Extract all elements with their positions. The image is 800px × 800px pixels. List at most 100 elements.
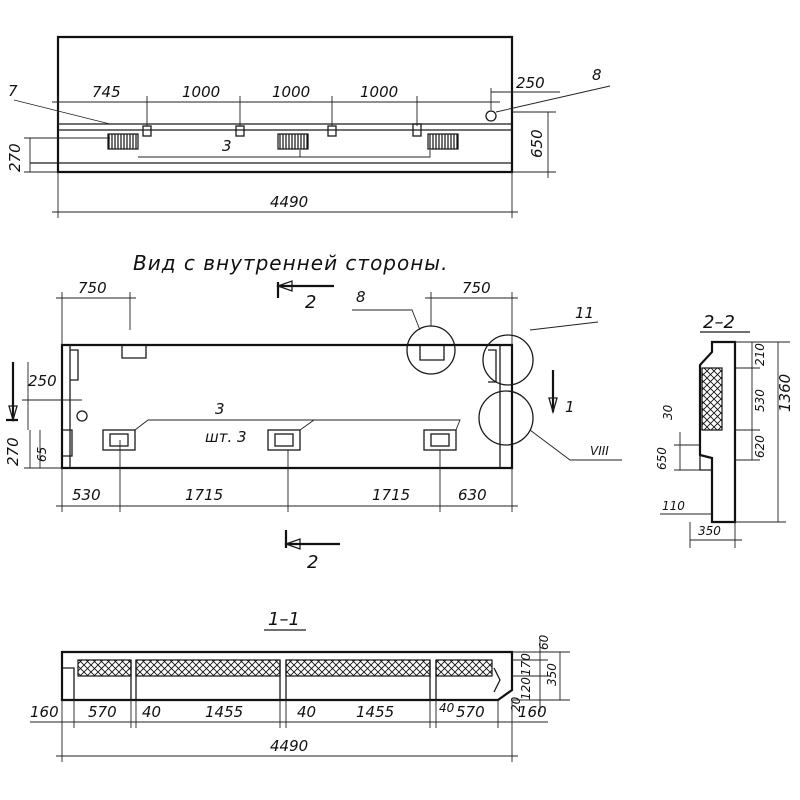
callout-8-leader: [495, 85, 611, 113]
section-1-1-right-dim: [512, 640, 570, 712]
inner-dim-270: 270: [4, 437, 22, 466]
inner-dim-1715-a: 1715: [185, 486, 223, 504]
top-dim-1000-c: 1000: [360, 83, 398, 101]
section-mark-top: [276, 282, 334, 298]
section-1-1-total-dim: [56, 728, 518, 762]
top-panel-outline: [56, 35, 514, 174]
section-1-1-outline: [60, 650, 514, 702]
inner-dim-630: 630: [458, 486, 487, 504]
lifting-loop: [427, 133, 459, 150]
section-2-2-dim-line: [735, 341, 790, 523]
callout-8-leader: [352, 309, 421, 331]
top-dim-ext: [57, 96, 418, 126]
dim-270-line: [24, 137, 110, 173]
lifting-loop: [277, 133, 309, 150]
callout-3-label: 3: [215, 400, 225, 418]
section-2-2-dim-30: 30: [661, 404, 675, 420]
top-dim-745: 745: [92, 83, 121, 101]
section-2-2-dim-620: 620: [753, 435, 767, 458]
section-1-1-dim-170: 170: [519, 653, 533, 676]
section-2-2-dim-110: 110: [662, 499, 685, 513]
inner-dim-530: 530: [72, 486, 101, 504]
callout-8-label: 8: [356, 288, 366, 306]
section-1-1-dim-40-a: 40: [142, 703, 161, 721]
inner-dim-750-left: [56, 292, 136, 345]
section-1-1-left-end: [62, 667, 75, 700]
section-2-2-dim-210: 210: [753, 343, 767, 366]
callout-8-label: 8: [592, 66, 602, 84]
section-arrow-top: [276, 280, 293, 292]
insulation-block: [435, 659, 493, 677]
section-arrow-1: [548, 397, 558, 415]
opening-inner: [109, 433, 129, 447]
inner-dim-750-l: 750: [78, 279, 107, 297]
right-bracket: [488, 349, 497, 383]
lifting-loop: [107, 133, 139, 150]
insulation-block: [285, 659, 431, 677]
left-section-arrow: [8, 405, 18, 423]
embedded-plate: [142, 125, 152, 137]
section-1-1-dim-60: 60: [537, 634, 551, 650]
section-1-1-dim-160-l: 160: [30, 703, 59, 721]
top-notch: [121, 345, 147, 359]
detail-circle-11: [482, 334, 534, 386]
inner-face-view: 2 3 шт. 3 8 11 VIII: [4, 279, 622, 573]
inner-dim-270-line: [24, 430, 62, 469]
section-1-1: 1–1 60 170 350 120 20 160 570 40 1455 40…: [30, 609, 570, 762]
inner-dim-1715-b: 1715: [372, 486, 410, 504]
section-1-1-dim-20: 20: [509, 696, 523, 712]
section-2-2-title: 2–2: [703, 312, 735, 333]
section-1-1-right-end: [493, 667, 501, 693]
callout-3-label: 3: [222, 137, 232, 155]
section-1-1-dim-1455-b: 1455: [356, 703, 394, 721]
section-1-1-dim-40-c: 40: [439, 701, 455, 715]
section-2-2: 2–2 210 530 620 1360 30 650 110 350: [655, 312, 794, 548]
inner-view-caption: Вид с внутренней стороны.: [133, 251, 448, 275]
section-mark-bottom: [284, 530, 340, 548]
section-mark-label-top: 2: [305, 292, 316, 313]
inner-dim-750-r: 750: [462, 279, 491, 297]
section-1-1-dim-160-r: 160: [518, 703, 547, 721]
inner-dim-250-line: [22, 362, 82, 430]
section-2-2-profile: [698, 340, 737, 524]
anchor-circle: [485, 110, 497, 122]
section-2-2-dim-350-line: [689, 522, 742, 548]
top-view: 3 8 7 745 1000 1000 1000 250 270 650 449…: [6, 35, 611, 218]
callout-1-label: 1: [565, 398, 575, 416]
opening-frame: [423, 429, 457, 451]
section-1-1-total-4490: 4490: [270, 737, 308, 755]
detail-circle-8: [406, 325, 456, 375]
section-1-1-dim-570-r: 570: [456, 703, 485, 721]
quantity-note: шт. 3: [205, 428, 247, 446]
dim-650-line: [512, 111, 556, 178]
left-anchor-circle: [76, 410, 88, 422]
section-2-2-dim-650: 650: [655, 447, 669, 470]
inner-dim-750-right: [425, 292, 518, 345]
section-2-2-dim-650-line: [674, 432, 700, 471]
top-dim-250: 250: [516, 74, 545, 92]
top-total-4490: 4490: [270, 193, 308, 211]
top-notch: [419, 345, 445, 361]
insulation-block: [77, 659, 132, 677]
opening-frame: [102, 429, 136, 451]
section-1-1-dim-1455-a: 1455: [205, 703, 243, 721]
top-dim-1000-b: 1000: [272, 83, 310, 101]
embedded-plate: [235, 125, 245, 137]
callout-viii-label: VIII: [590, 444, 609, 458]
left-lower-bracket: [62, 429, 73, 457]
inner-dim-65: 65: [35, 447, 49, 462]
top-dim-1000-a: 1000: [182, 83, 220, 101]
inner-dim-250: 250: [28, 372, 57, 390]
opening-inner: [274, 433, 294, 447]
opening-frame: [267, 429, 301, 451]
section-1-1-ribs: [130, 660, 437, 700]
section-1-1-dim-350: 350: [545, 663, 559, 686]
section-mark-label-bottom: 2: [307, 552, 318, 573]
callout-viii-leader: [529, 429, 622, 461]
section-1-1-dim-570-l: 570: [88, 703, 117, 721]
callout-3-leader: [134, 419, 461, 431]
section-arrow-bottom: [284, 538, 301, 550]
callout-7-label: 7: [8, 82, 18, 100]
left-bracket: [70, 349, 79, 381]
